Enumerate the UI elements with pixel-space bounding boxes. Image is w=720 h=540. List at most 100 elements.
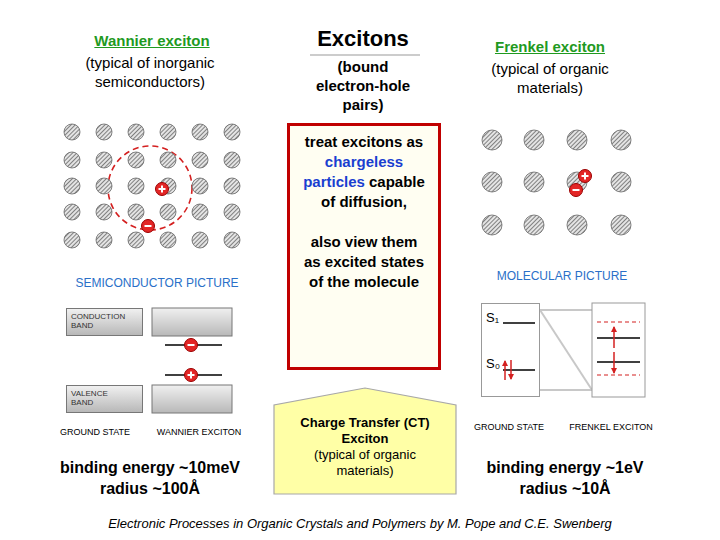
band-label: VALENCE BAND: [71, 389, 123, 407]
molecule: [567, 130, 587, 150]
conduction-band-excited: [152, 308, 232, 336]
electron-symbol: [570, 184, 583, 197]
charge-sign: [190, 372, 192, 379]
lattice-atom: [224, 204, 240, 220]
lattice-atom: [192, 124, 208, 140]
lattice-atom: [64, 204, 80, 220]
hole-symbol: [185, 369, 198, 382]
s0-level: [503, 369, 535, 371]
band-box: CONDUCTION BAND: [66, 308, 143, 336]
binding-energy: binding energy ~1eV: [435, 458, 695, 478]
charge-sign: [573, 189, 580, 191]
box-text: also view them as excited states of the …: [302, 232, 426, 292]
lattice-atom: [192, 204, 208, 220]
lattice-atom: [224, 178, 240, 194]
band-box: VALENCE BAND: [66, 385, 143, 413]
valence-band-excited: [152, 385, 232, 413]
molecule: [611, 130, 631, 150]
lattice-atom: [192, 152, 208, 168]
note-box: treat excitons as chargeless particles c…: [287, 123, 441, 370]
hole-symbol: [579, 170, 592, 183]
spin-down: [510, 360, 512, 379]
molecule: [524, 215, 544, 235]
level-label: S₀: [486, 356, 500, 372]
dashed-level: [597, 374, 640, 375]
binding-energy: binding energy ~10meV: [20, 458, 280, 478]
lattice-atom: [224, 124, 240, 140]
pentagon-shape: [274, 388, 456, 494]
lattice-atom: [160, 152, 176, 168]
link-line: [540, 309, 592, 311]
excited-state-box: [592, 303, 645, 397]
molecule: [482, 215, 502, 235]
lattice-atom: [224, 152, 240, 168]
heading: Frenkel exciton: [465, 37, 635, 56]
charge-sign: [145, 225, 152, 227]
charge-sign: [584, 173, 586, 180]
heading: Wannier exciton: [67, 31, 237, 50]
exciton-radius: [108, 146, 192, 230]
dashed-level: [597, 321, 640, 322]
exciton-radius-label: radius ~10Å: [435, 479, 695, 499]
title-rule: [310, 55, 420, 56]
lattice-atom: [128, 204, 144, 220]
lattice-atom: [224, 232, 240, 248]
electron-symbol: [185, 339, 198, 352]
level-box: S₁ S₀: [481, 303, 540, 397]
spin-up: [613, 327, 615, 348]
state-label: FRENKEL EXCITON: [561, 422, 661, 433]
molecule: [482, 172, 502, 192]
lattice-atom: [64, 124, 80, 140]
lattice-atom: [160, 232, 176, 248]
charge-sign: [161, 186, 163, 193]
lattice-atom: [64, 178, 80, 194]
lattice-atom: [64, 232, 80, 248]
subtitle: (bound electron-hole pairs): [308, 57, 418, 114]
lattice-atom: [160, 124, 176, 140]
s1-level: [597, 337, 640, 339]
shape-heading: Charge Transfer (CT) Exciton: [287, 415, 443, 447]
lattice-atom: [96, 124, 112, 140]
link-line: [540, 389, 592, 391]
subheading: (typical of organic materials): [475, 59, 625, 97]
pentagon-box: Charge Transfer (CT) Exciton(typical of …: [273, 387, 457, 495]
exciton-radius-label: radius ~100Å: [20, 479, 280, 499]
caption: Electronic Processes in Organic Crystals…: [10, 516, 710, 532]
s1-level: [503, 322, 535, 324]
electron-symbol: [142, 220, 155, 233]
state-label: GROUND STATE: [464, 422, 554, 433]
electron-level: [165, 344, 222, 346]
hole-level: [165, 374, 222, 376]
shape-text: (typical of organic materials): [287, 447, 443, 479]
spin-down: [613, 352, 615, 373]
hole-symbol: [156, 183, 169, 196]
section-label: SEMICONDUCTOR PICTURE: [47, 276, 267, 291]
slide-title: Excitons: [263, 26, 463, 52]
state-label: GROUND STATE: [50, 427, 140, 438]
level-label: S₁: [486, 310, 499, 326]
lattice-atom: [192, 232, 208, 248]
box-paragraph: treat excitons as chargeless particles c…: [302, 132, 426, 212]
molecule: [482, 130, 502, 150]
lattice-atom: [96, 204, 112, 220]
lattice-atom: [128, 152, 144, 168]
s0-level: [597, 361, 640, 363]
lattice-atom: [192, 178, 208, 194]
charge-sign: [188, 344, 195, 346]
lattice-atom: [128, 232, 144, 248]
lattice-atom: [160, 204, 176, 220]
lattice-atom: [128, 178, 144, 194]
lattice-atom: [96, 178, 112, 194]
molecule: [524, 130, 544, 150]
molecule: [524, 172, 544, 192]
spin-up: [504, 361, 506, 380]
lattice-atom: [128, 124, 144, 140]
band-label: CONDUCTION BAND: [71, 312, 123, 330]
subheading: (typical of inorganic semiconductors): [70, 53, 230, 91]
lattice-atom: [64, 152, 80, 168]
lattice-atom: [96, 152, 112, 168]
molecule: [567, 215, 587, 235]
molecule: [611, 172, 631, 192]
section-label: MOLECULAR PICTURE: [462, 269, 662, 284]
